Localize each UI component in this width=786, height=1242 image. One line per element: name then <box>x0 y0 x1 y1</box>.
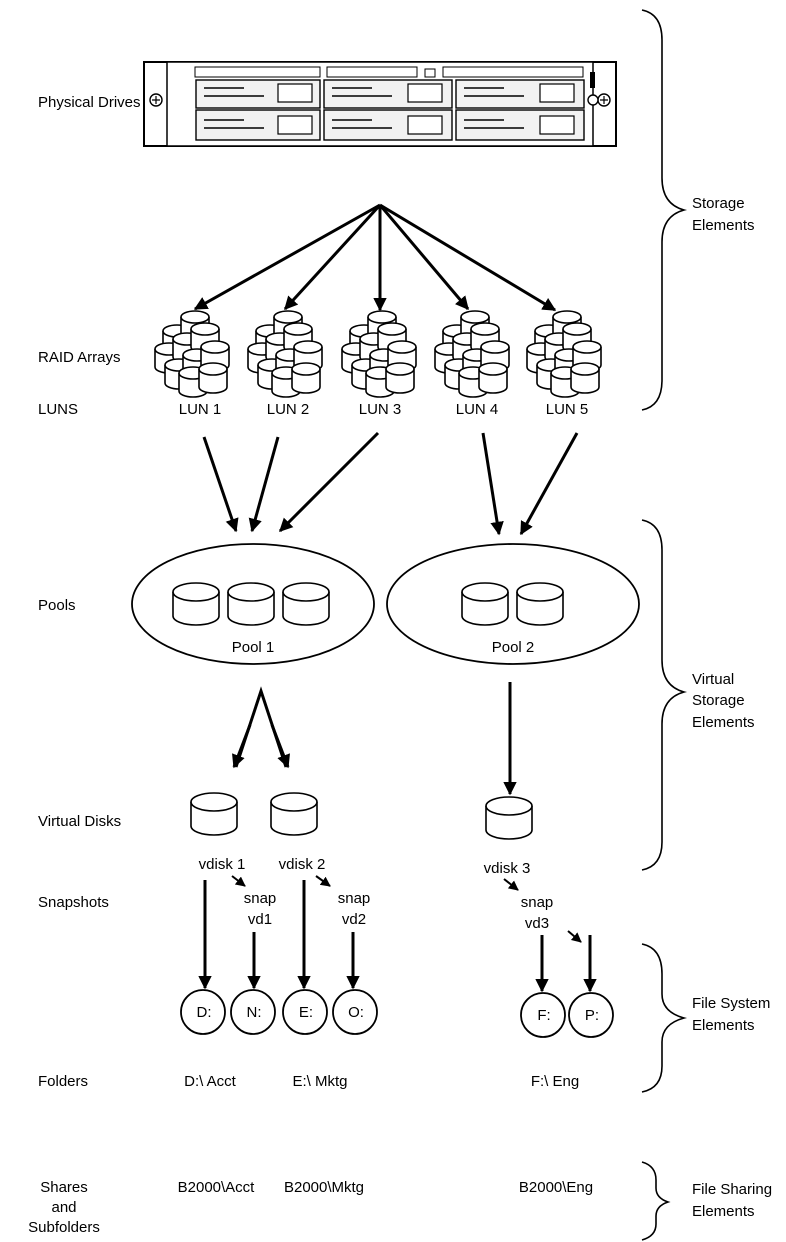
group-filesystem-line1: File System <box>692 995 770 1012</box>
drive-letter-circles <box>180 989 614 1038</box>
row-label-shares-2: and <box>51 1199 76 1216</box>
group-filesharing-line1: File Sharing <box>692 1181 772 1198</box>
lun-1-label: LUN 1 <box>179 401 222 418</box>
group-virtual-line1: Virtual <box>692 671 734 688</box>
server-chassis-icon <box>143 61 617 147</box>
row-label-pools: Pools <box>38 597 76 614</box>
share-mktg: B2000\Mktg <box>284 1179 364 1196</box>
group-virtual-line2: Storage <box>692 692 745 709</box>
snap-3-word: snap <box>521 894 554 911</box>
snapshot-arrows <box>231 875 582 943</box>
pool-2-label: Pool 2 <box>492 639 535 656</box>
row-label-shares-3: Subfolders <box>28 1219 100 1236</box>
lun-to-pool-arrows <box>202 431 579 536</box>
row-label-snapshots: Snapshots <box>38 894 109 911</box>
snap-1-name: vd1 <box>248 911 272 928</box>
storage-elements-brace <box>641 9 688 411</box>
snap-2-word: snap <box>338 890 371 907</box>
vdisk-to-drive-arrows <box>198 880 597 993</box>
drives-to-raid-arrows <box>193 203 557 312</box>
group-virtual-line3: Elements <box>692 714 755 731</box>
lun-3-label: LUN 3 <box>359 401 402 418</box>
pool-2 <box>386 543 640 665</box>
drive-d-label: D: <box>197 1004 212 1021</box>
vdisk-1-label: vdisk 1 <box>199 856 246 873</box>
file-sharing-elements-brace <box>641 1161 671 1241</box>
virtual-disk-icons <box>190 792 533 840</box>
row-label-shares-1: Shares <box>40 1179 88 1196</box>
group-storage-line2: Elements <box>692 217 755 234</box>
group-storage-line1: Storage <box>692 195 745 212</box>
lun-5-label: LUN 5 <box>546 401 589 418</box>
snap-1-word: snap <box>244 890 277 907</box>
folder-acct: D:\ Acct <box>184 1073 237 1090</box>
pool-1 <box>131 543 375 665</box>
drive-bays <box>195 79 585 141</box>
group-filesharing-line2: Elements <box>692 1203 755 1220</box>
raid-array-icons <box>155 311 601 397</box>
row-label-folders: Folders <box>38 1073 88 1090</box>
group-filesystem-line2: Elements <box>692 1017 755 1034</box>
vdisk-2-label: vdisk 2 <box>279 856 326 873</box>
vdisk-3-label: vdisk 3 <box>484 860 531 877</box>
pool-to-vdisk-arrows <box>232 682 517 796</box>
drive-o-label: O: <box>348 1004 364 1021</box>
row-label-physical-drives: Physical Drives <box>38 94 141 111</box>
row-label-luns: LUNS <box>38 401 78 418</box>
drive-e-label: E: <box>299 1004 313 1021</box>
file-system-elements-brace <box>641 943 688 1093</box>
drive-p-label: P: <box>585 1007 599 1024</box>
snap-3-name: vd3 <box>525 915 549 932</box>
drive-f-label: F: <box>537 1007 550 1024</box>
lun-4-label: LUN 4 <box>456 401 499 418</box>
row-label-virtual-disks: Virtual Disks <box>38 813 121 830</box>
virtual-storage-elements-brace <box>641 519 688 871</box>
lun-2-label: LUN 2 <box>267 401 310 418</box>
share-acct: B2000\Acct <box>178 1179 256 1196</box>
folder-mktg: E:\ Mktg <box>292 1073 347 1090</box>
snap-2-name: vd2 <box>342 911 366 928</box>
pool-1-label: Pool 1 <box>232 639 275 656</box>
share-eng: B2000\Eng <box>519 1179 593 1196</box>
drive-n-label: N: <box>247 1004 262 1021</box>
folder-eng: F:\ Eng <box>531 1073 579 1090</box>
row-label-raid-arrays: RAID Arrays <box>38 349 121 366</box>
